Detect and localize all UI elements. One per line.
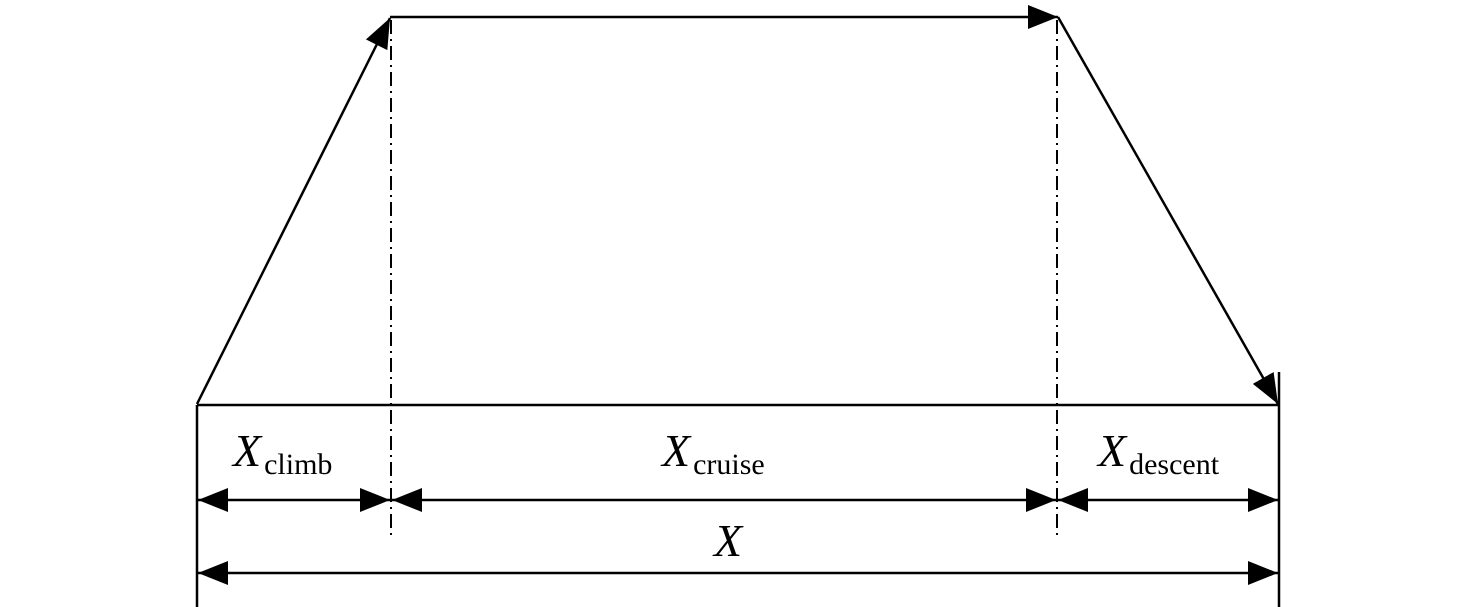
total-distance-label: X <box>712 515 744 566</box>
climb-label-sub: climb <box>264 448 332 481</box>
cruise-label-main: X <box>660 425 692 476</box>
cruise-label-sub: cruise <box>693 448 765 481</box>
climb-label-main: X <box>231 425 263 476</box>
descent-path-arrow <box>1056 16 1280 405</box>
descent-label-main: X <box>1096 425 1128 476</box>
descent-label-sub: descent <box>1129 448 1220 481</box>
climb-path-arrow <box>195 17 392 405</box>
